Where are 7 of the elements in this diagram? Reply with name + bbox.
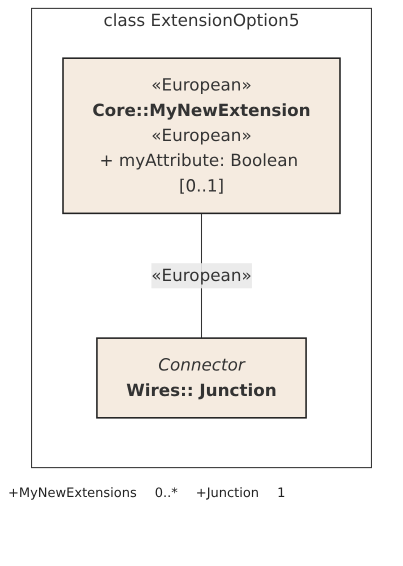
node-box: «European» Core::MyNewExtension «European» + myAttribute: Boolean [0..1]: [62, 57, 341, 214]
multiplicity-label: +Junction: [196, 486, 260, 501]
multiplicity-label: +MyNewExtensions: [8, 486, 137, 501]
node-box: Connector Wires:: Junction: [96, 337, 307, 419]
multiplicity-label: 1: [277, 486, 286, 501]
multiplicity-label: 0..*: [154, 486, 178, 501]
edge-label: «European»: [151, 265, 252, 286]
